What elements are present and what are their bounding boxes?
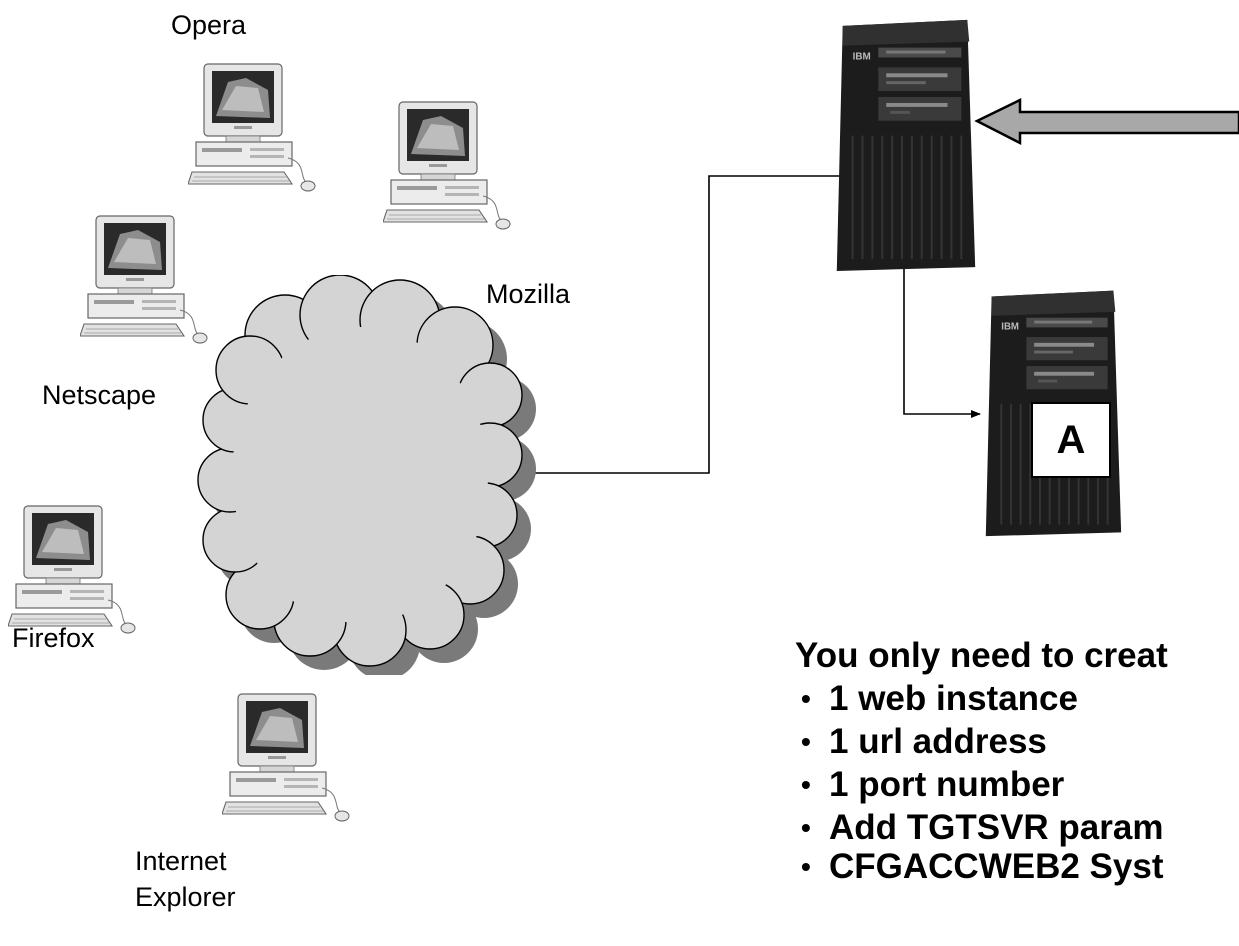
mozilla-computer-icon (383, 98, 513, 248)
opera-computer-icon (188, 60, 318, 210)
target-server-label: A (1031, 402, 1111, 478)
client-label-mozilla: Mozilla (486, 279, 571, 309)
client-label-internet-explorer: Internet Explorer (135, 846, 236, 912)
client-label-firefox: Firefox (12, 623, 95, 653)
info-item: •CFGACCWEB2 Syst (801, 847, 1164, 886)
internet-cloud-icon (190, 274, 540, 680)
server-to-target-connector (903, 262, 981, 418)
client-label-opera: Opera (171, 10, 247, 40)
info-item: •Add TGTSVR param (801, 808, 1164, 847)
svg-text:IBM: IBM (853, 51, 871, 62)
info-list: •1 web instance •1 url address •1 port n… (795, 677, 1239, 888)
info-item: •1 web instance (801, 679, 1078, 718)
svg-text:IBM: IBM (1001, 321, 1019, 332)
info-item: •1 url address (801, 722, 1047, 761)
client-label-netscape: Netscape (42, 380, 157, 410)
info-heading: You only need to creat (795, 636, 1168, 675)
firefox-computer-icon (8, 502, 138, 652)
cloud-to-server-connector (523, 175, 890, 477)
info-textblock: You only need to creat •1 web instance •… (795, 634, 1239, 946)
ie-computer-icon (222, 690, 352, 840)
primary-server-icon: IBM (830, 12, 980, 274)
incoming-big-arrow (974, 97, 1239, 146)
netscape-computer-icon (80, 212, 210, 362)
info-item: •1 port number (801, 765, 1065, 804)
